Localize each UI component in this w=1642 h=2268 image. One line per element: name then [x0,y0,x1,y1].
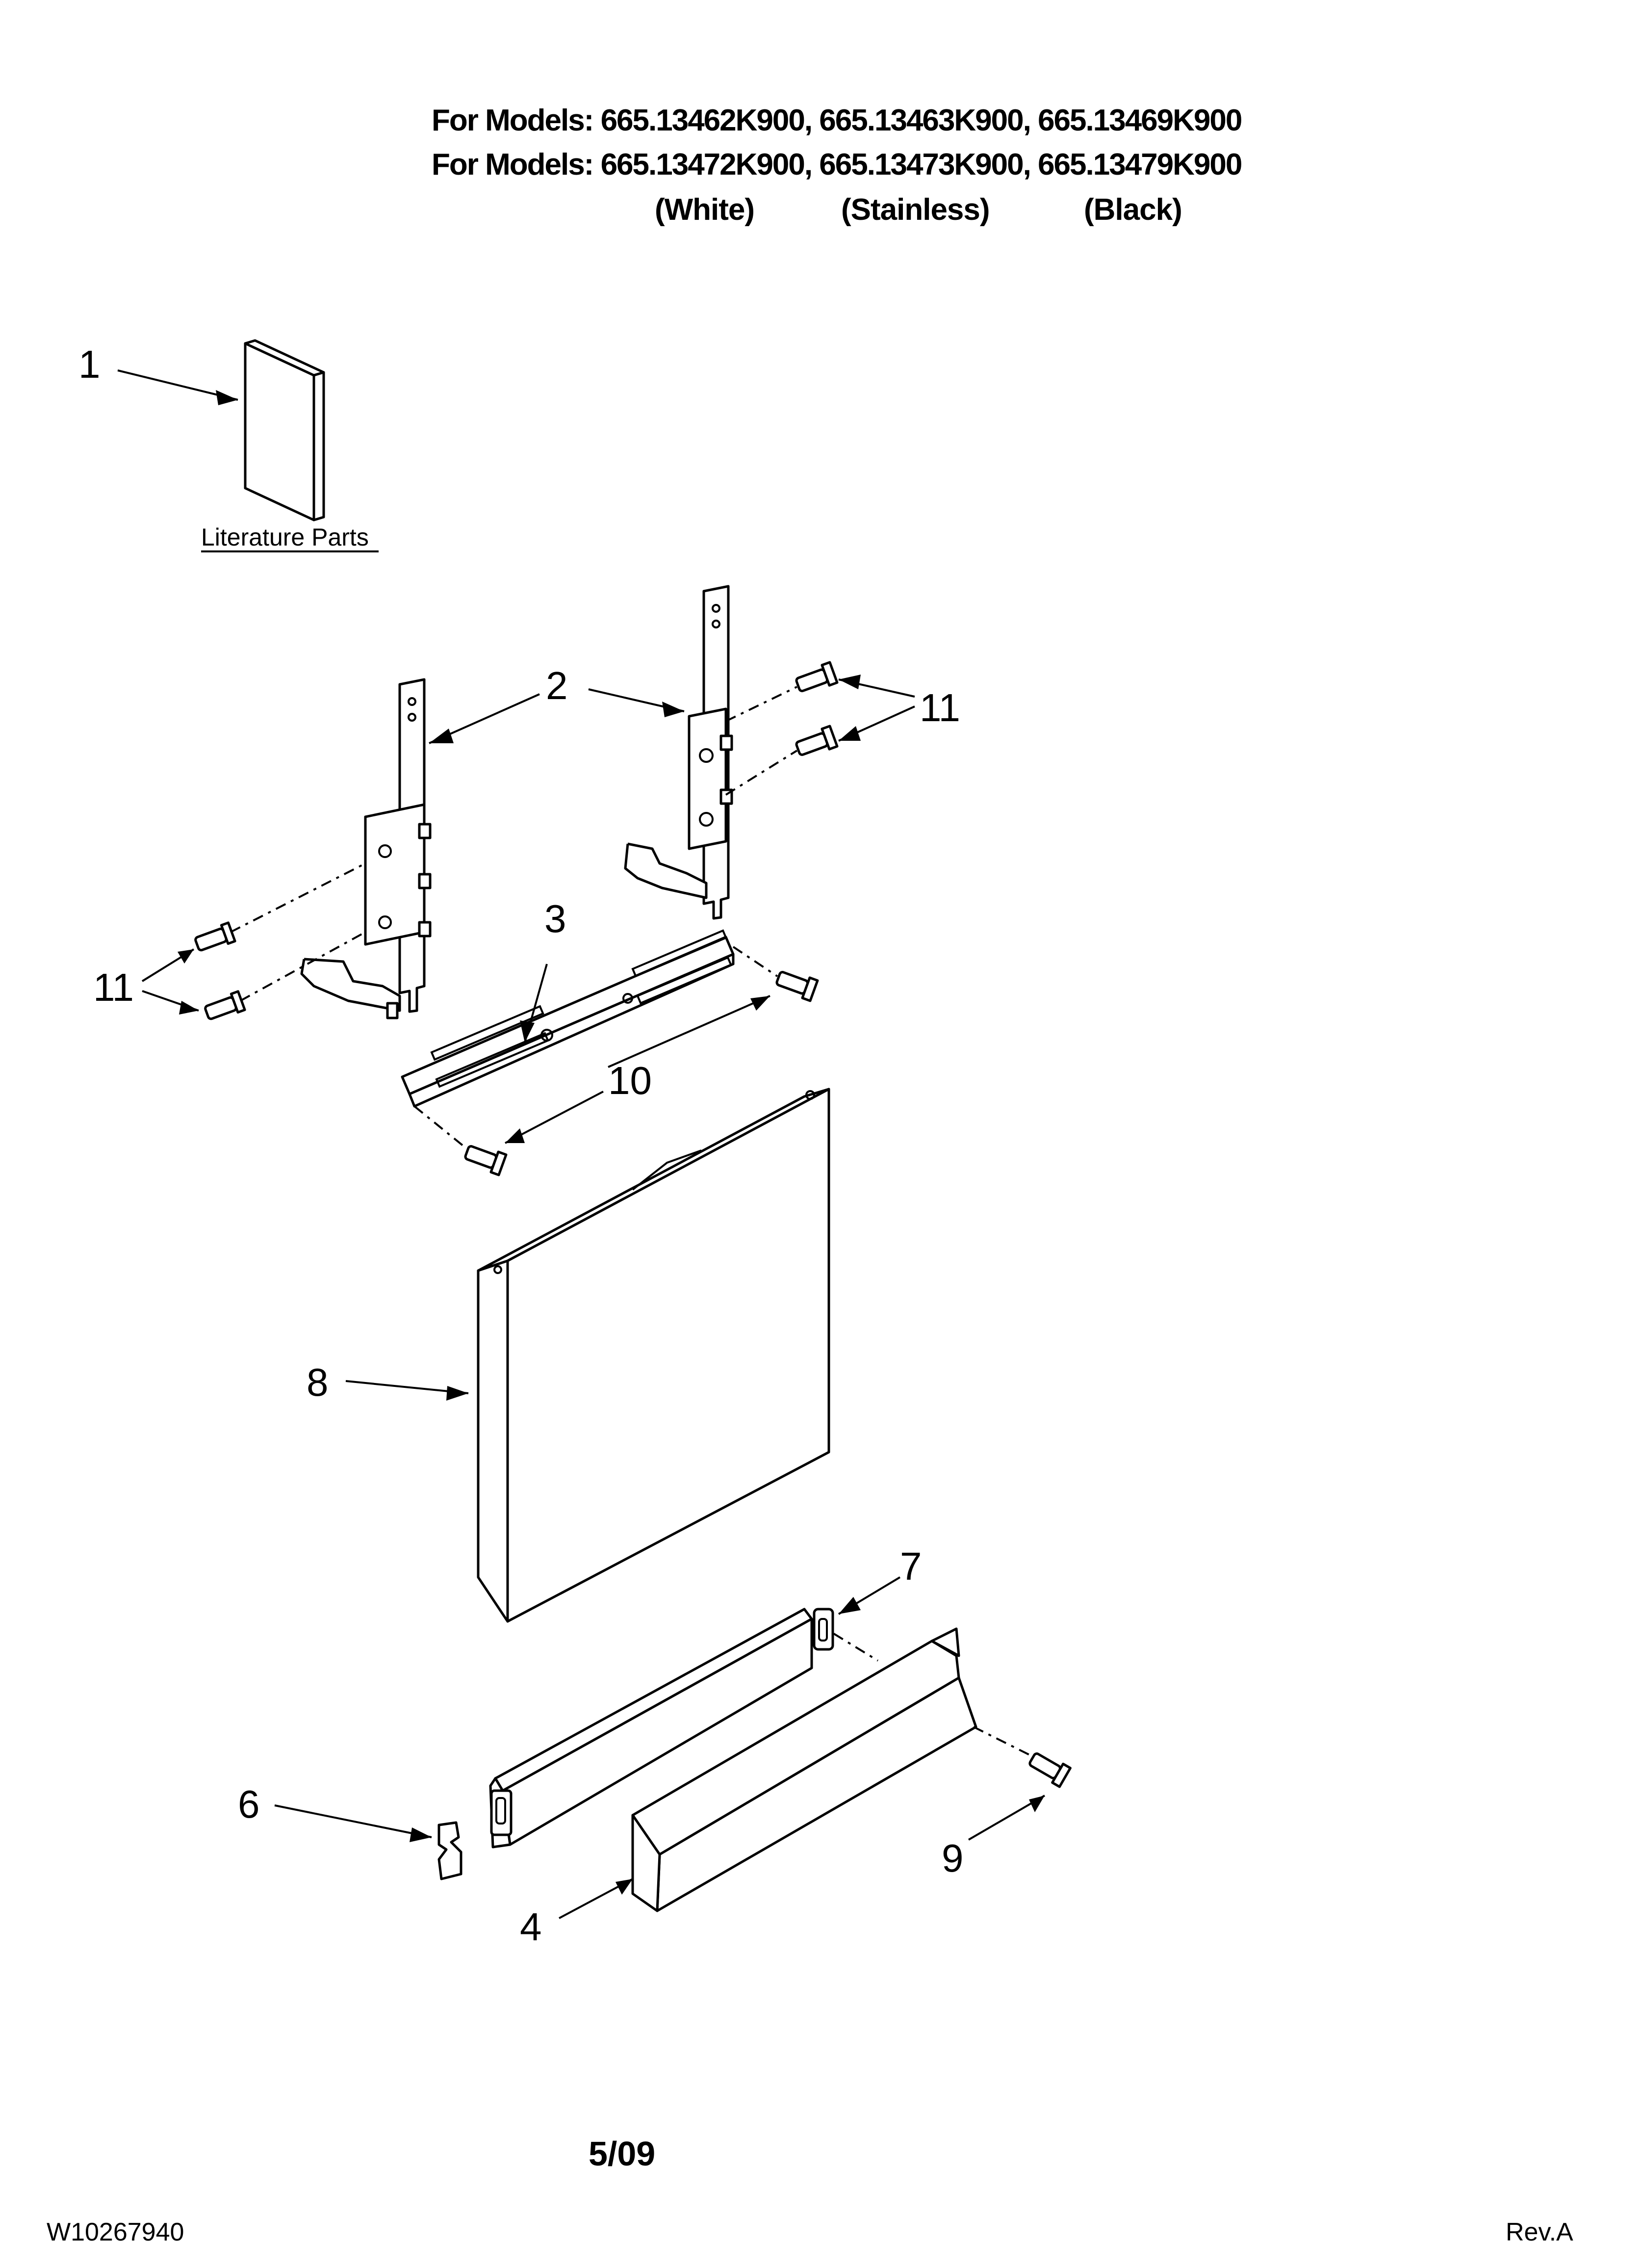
models-prefix-1: For Models: [432,104,601,137]
part-11-left-screws [194,862,366,1020]
revision-label: Rev.A [1506,2218,1573,2246]
callout-2: 2 [546,664,568,707]
callout-7: 7 [900,1544,922,1588]
part-2-left-hinge-bracket [300,678,432,1019]
part-6-clip [437,1821,462,1880]
part-11-right-screws [725,661,839,796]
callout-10: 10 [608,1059,652,1102]
part-3-mounting-rail [401,929,735,1108]
models-line-2: For Models: 665.13472K900, 665.13473K900… [432,147,1243,182]
callout-6: 6 [238,1782,260,1826]
callout-11-right: 11 [920,686,960,730]
callout-3: 3 [544,897,566,940]
callout-9: 9 [942,1836,964,1880]
literature-parts-label: Literature Parts [201,523,369,551]
models-line-1: For Models: 665.13462K900, 665.13463K900… [432,103,1243,138]
callout-leaders [117,369,1046,1919]
variant-white: (White) [655,193,755,227]
part-9-screw [833,1633,1072,1788]
callout-11-left: 11 [93,965,134,1009]
part-2-right-hinge-bracket [624,585,733,920]
callout-8: 8 [307,1360,329,1404]
callout-4: 4 [520,1905,542,1949]
variant-black: (Black) [1084,193,1182,227]
document-number: W10267940 [47,2218,184,2246]
models-list-1: 665.13462K900, 665.13463K900, 665.13469K… [600,104,1243,137]
part-4-toe-kick-panel [631,1627,977,1912]
part-10-screws [413,946,819,1176]
callout-1: 1 [78,342,101,386]
models-list-2: 665.13472K900, 665.13473K900, 665.13479K… [600,148,1243,182]
revision-date: 5/09 [589,2135,656,2173]
part-8-door-panel [477,1088,830,1623]
part-1-literature-booklet [244,339,325,521]
variant-stainless: (Stainless) [841,193,990,227]
models-prefix-2: For Models: [432,148,601,182]
part-7-kick-plate-strip [489,1608,834,1849]
